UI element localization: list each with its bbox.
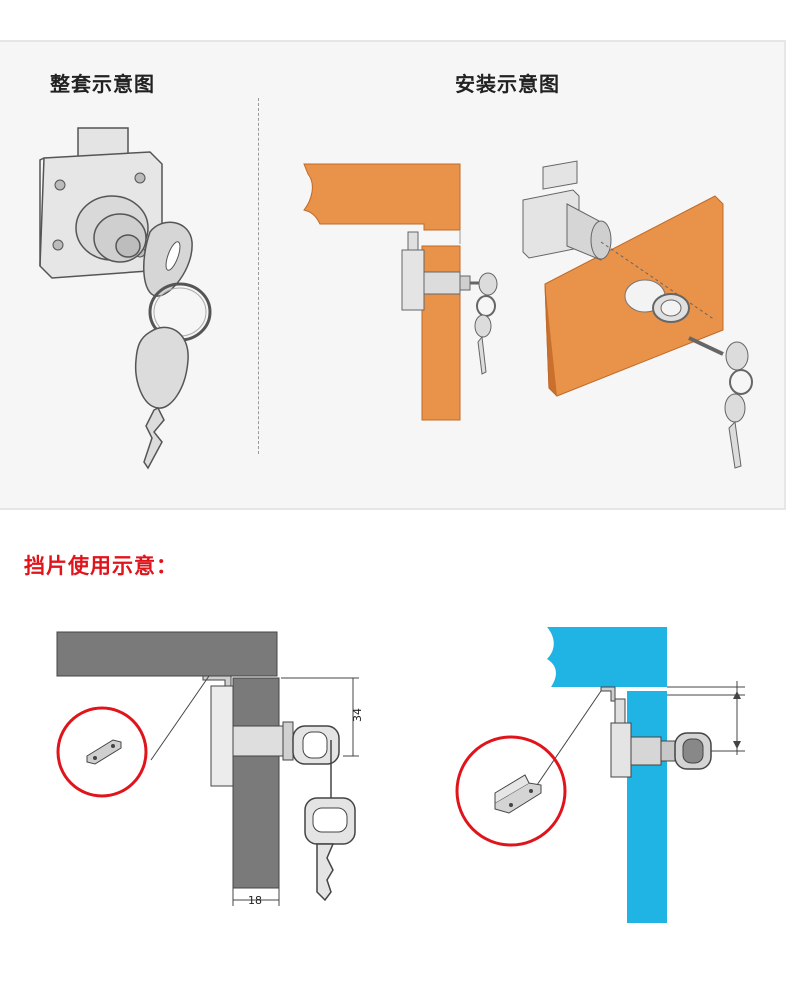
screw-hole-icon [54, 179, 66, 191]
cabinet-top-board [547, 627, 667, 687]
lock-body [610, 722, 632, 778]
lock-cylinder [630, 736, 662, 766]
lock-cylinder [232, 725, 284, 757]
key-icon [688, 336, 724, 356]
panel-divider [258, 98, 259, 454]
stopper-plate-icon [86, 739, 122, 765]
full-set-title: 整套示意图 [50, 72, 155, 96]
assembly-axis [600, 241, 716, 321]
stopper-diagram-cyan [455, 627, 745, 923]
stopper-usage-title: 挡片使用示意： [24, 554, 178, 578]
cabinet-top-board [303, 163, 461, 231]
dimension-width-label: 18 [248, 894, 262, 907]
cabinet-top-board [56, 631, 278, 677]
drawer-front-board [627, 691, 667, 923]
stopper-diagram-gray: 34 18 [56, 631, 364, 907]
key-icon [134, 326, 189, 409]
lock-cylinder [423, 271, 461, 295]
highlight-circle [56, 706, 148, 798]
installation-exploded-view [522, 160, 753, 469]
key-ring-icon [729, 369, 753, 395]
installation-side-view [303, 163, 498, 421]
key-ring-icon [476, 295, 496, 317]
drawer-front-board [232, 677, 280, 889]
highlight-circle [455, 735, 567, 847]
stopper-plate [600, 686, 616, 702]
lock-bolt [614, 698, 626, 726]
lock-bolt [407, 231, 419, 253]
callout-line [150, 675, 210, 761]
lock-body [210, 685, 234, 787]
screw-hole-icon [134, 172, 146, 184]
callout-line [536, 690, 602, 786]
lock-set-illustration [39, 127, 212, 470]
installation-title: 安装示意图 [455, 72, 560, 96]
lock-body [401, 249, 425, 311]
lock-bolt [542, 160, 578, 190]
screw-hole-icon [52, 239, 64, 251]
dimension-height-label: 34 [351, 708, 364, 722]
